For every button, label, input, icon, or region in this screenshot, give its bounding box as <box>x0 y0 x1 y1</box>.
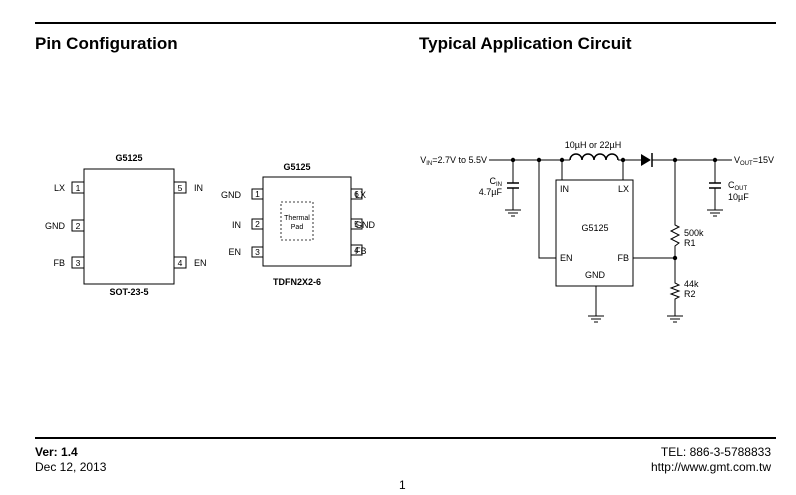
junction-dot <box>559 157 565 163</box>
r1-symbol <box>669 222 681 249</box>
tdfn-thermal-pad-label: Thermal <box>284 215 310 222</box>
sot23-pin-name: EN <box>194 258 207 268</box>
tdfn-pin-box <box>350 218 363 230</box>
r2-ground-icon <box>667 315 683 323</box>
ic-pin-lx-label: LX <box>618 184 629 194</box>
tdfn-pin-name: LX <box>355 190 366 200</box>
tdfn-pin-number: 3 <box>255 247 260 257</box>
r1-name: R1 <box>684 238 696 248</box>
tdfn-pin-number: 1 <box>255 189 260 199</box>
vin-label: VIN=2.7V to 5.5V <box>420 155 487 167</box>
tdfn-pin-box <box>350 244 363 256</box>
sot23-pin-number: 2 <box>76 221 81 231</box>
inductor-label: 10µH or 22µH <box>565 140 621 150</box>
tdfn-pin-box <box>251 246 264 258</box>
ic-name-label: G5125 <box>581 223 608 233</box>
cin-label: CIN <box>490 176 503 188</box>
r2-symbol <box>669 280 681 301</box>
tdfn-pinout-diagram: G5125 Thermal Pad 1 GND 2 IN 3 EN 6 LX 5… <box>221 162 376 287</box>
vout-label: VOUT=15V <box>734 155 774 167</box>
telephone-label: TEL: 886-3-5788833 <box>660 445 771 459</box>
tdfn-body <box>262 176 352 267</box>
tdfn-pin-box <box>251 188 264 200</box>
sot23-part-label: G5125 <box>115 153 142 163</box>
cin-ground-icon <box>505 209 521 217</box>
tdfn-package-label: TDFN2X2-6 <box>273 277 321 287</box>
sot23-pinout-diagram: G5125 1 LX 2 GND 3 FB 5 IN 4 EN SOT-23-5 <box>45 153 207 297</box>
r1-value: 500k <box>684 228 704 238</box>
diode-symbol <box>641 154 651 166</box>
version-label: Ver: 1.4 <box>35 445 78 459</box>
website-link[interactable]: http://www.gmt.com.tw <box>650 460 771 474</box>
sot23-package-label: SOT-23-5 <box>109 287 148 297</box>
top-rule <box>35 22 776 24</box>
sot23-pin-name: IN <box>194 183 203 193</box>
ic-body <box>555 179 634 287</box>
tdfn-pin-name: FB <box>355 246 367 256</box>
sot23-pin-box <box>71 219 85 232</box>
cin-value: 4.7µF <box>479 187 503 197</box>
ic-pin-gnd-label: GND <box>585 270 606 280</box>
r2-name: R2 <box>684 289 696 299</box>
cout-value: 10µF <box>728 192 749 202</box>
sot23-pin-box <box>173 256 187 269</box>
sot23-pin-name: LX <box>54 183 65 193</box>
ic-pin-in-label: IN <box>560 184 569 194</box>
tdfn-pin-name: GND <box>221 190 242 200</box>
junction-dot <box>672 157 678 163</box>
sot23-pin-name: FB <box>53 258 65 268</box>
page-number: 1 <box>399 478 406 492</box>
ic-pin-en-label: EN <box>560 253 573 263</box>
junction-dot <box>536 157 542 163</box>
sot23-pin-number: 4 <box>178 258 183 268</box>
tdfn-thermal-pad-label: Pad <box>291 224 304 231</box>
sot23-pin-number: 5 <box>178 183 183 193</box>
typical-application-heading: Typical Application Circuit <box>419 34 632 53</box>
sot23-pin-box <box>71 181 85 194</box>
sot23-pin-box <box>71 256 85 269</box>
sot23-pin-box <box>173 181 187 194</box>
tdfn-pin-name: EN <box>228 247 241 257</box>
r2-value: 44k <box>684 279 699 289</box>
wire-en <box>538 160 556 259</box>
tdfn-pin-name: IN <box>232 220 241 230</box>
junction-dot <box>712 157 718 163</box>
cout-label: COUT <box>728 180 748 192</box>
tdfn-pin-number: 2 <box>255 219 260 229</box>
ic-pin-fb-label: FB <box>617 253 629 263</box>
bottom-rule <box>35 437 776 439</box>
cout-ground-icon <box>707 209 723 217</box>
junction-dot <box>672 255 678 261</box>
tdfn-pin-number: 4 <box>354 245 359 255</box>
tdfn-thermal-pad <box>280 201 314 241</box>
ic-ground-icon <box>588 315 604 323</box>
tdfn-pin-number: 6 <box>354 189 359 199</box>
sot23-pin-name: GND <box>45 221 66 231</box>
junction-dot <box>510 157 516 163</box>
sot23-pin-number: 3 <box>76 258 81 268</box>
inductor-symbol <box>569 153 619 161</box>
tdfn-part-label: G5125 <box>283 162 310 172</box>
date-label: Dec 12, 2013 <box>35 460 107 474</box>
sot23-body <box>83 168 175 285</box>
tdfn-pin-box <box>251 218 264 230</box>
sot23-pin-number: 1 <box>76 183 81 193</box>
tdfn-pin-box <box>350 188 363 200</box>
tdfn-pin-number: 5 <box>354 219 359 229</box>
junction-dot <box>620 157 626 163</box>
tdfn-pin-name: GND <box>355 220 376 230</box>
pin-configuration-heading: Pin Configuration <box>35 34 178 53</box>
